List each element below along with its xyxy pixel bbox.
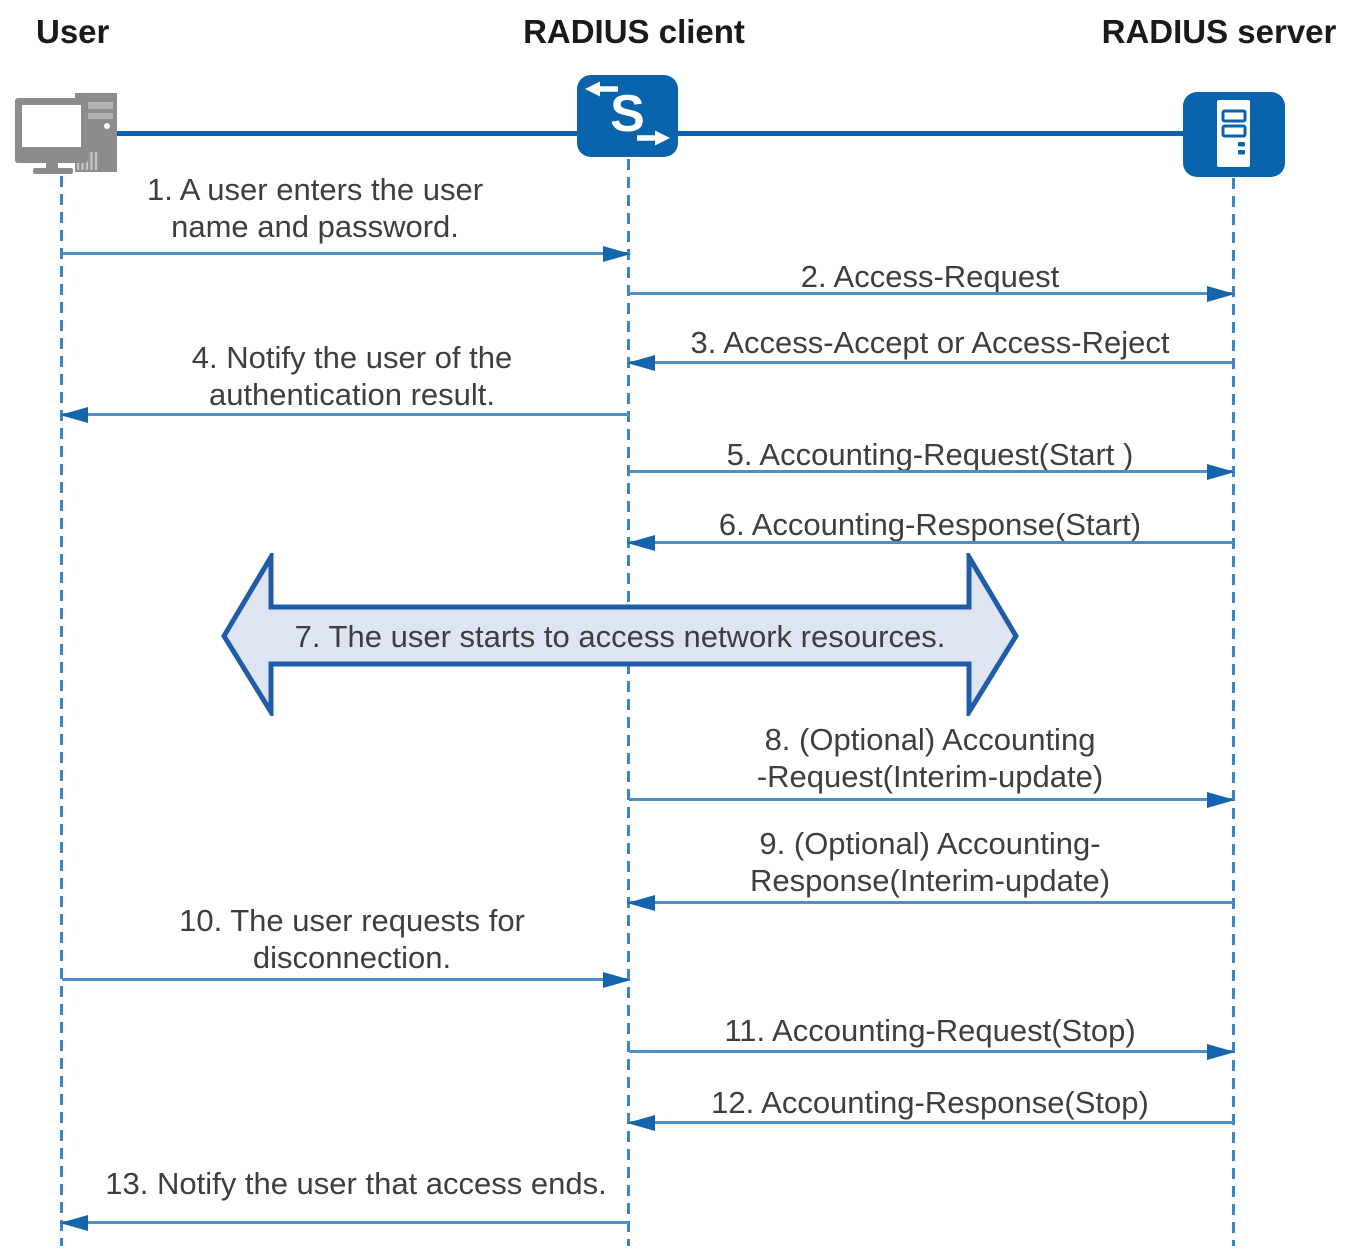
message-label-3: 3. Access-Accept or Access-Reject (690, 325, 1170, 360)
message-label-5: 5. Accounting-Request(Start ) (726, 437, 1134, 472)
message-arrow-2 (629, 292, 1233, 295)
lifeline-radius-client (627, 159, 630, 1246)
message-label-2: 2. Access-Request (800, 259, 1060, 294)
actor-label-radius-server: RADIUS server (1101, 13, 1337, 50)
message-label-11: 11. Accounting-Request(Stop) (724, 1013, 1136, 1048)
svg-text:S: S (610, 85, 645, 143)
message-label-4: 4. Notify the user of the authentication… (191, 340, 513, 412)
message-arrow-3 (629, 361, 1233, 364)
lifeline-user (60, 176, 63, 1246)
message-arrow-6 (629, 541, 1233, 544)
message-arrow-11 (629, 1050, 1233, 1053)
message-label-6: 6. Accounting-Response(Start) (718, 507, 1142, 542)
message-label-7: 7. The user starts to access network res… (294, 619, 946, 654)
message-arrow-10 (62, 978, 629, 981)
message-arrow-12 (629, 1121, 1233, 1124)
message-arrow-13 (62, 1221, 629, 1224)
message-label-13: 13. Notify the user that access ends. (105, 1166, 607, 1201)
server-icon (1183, 92, 1285, 177)
message-label-12: 12. Accounting-Response(Stop) (711, 1085, 1149, 1120)
message-label-10: 10. The user requests for disconnection. (179, 903, 525, 975)
switch-icon: S (577, 75, 678, 157)
message-arrow-9 (629, 901, 1233, 904)
message-label-1: 1. A user enters the user name and passw… (146, 172, 484, 244)
actor-label-user: User (36, 13, 110, 50)
message-arrow-1 (62, 252, 629, 255)
message-label-8: 8. (Optional) Accounting -Request(Interi… (756, 722, 1104, 794)
message-label-9: 9. (Optional) Accounting- Response(Inter… (749, 826, 1111, 898)
lifeline-radius-server (1232, 178, 1235, 1246)
message-arrow-4 (62, 413, 629, 416)
desktop-computer-icon (14, 89, 120, 177)
message-arrow-5 (629, 470, 1233, 473)
message-arrow-8 (629, 798, 1233, 801)
actor-label-radius-client: RADIUS client (523, 13, 745, 50)
network-access-banner-arrow (221, 553, 1019, 716)
